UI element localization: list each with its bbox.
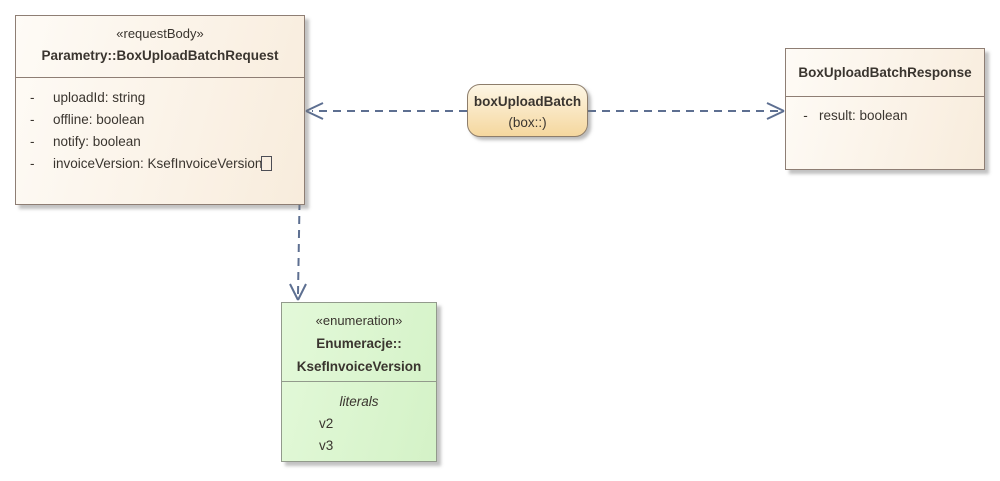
- attribute-result[interactable]: - result: boolean: [786, 105, 984, 127]
- connector-operation-to-response[interactable]: [588, 102, 785, 120]
- literal-v3[interactable]: v3: [319, 438, 334, 453]
- class-name: BoxUploadBatchResponse: [798, 64, 972, 80]
- class-box-upload-batch-request[interactable]: «requestBody» Parametry::BoxUploadBatchR…: [15, 15, 305, 205]
- visibility-marker: -: [30, 134, 35, 149]
- attribute-text: invoiceVersion: KsefInvoiceVersion: [53, 153, 273, 175]
- attribute-text: result: boolean: [819, 108, 908, 123]
- attribute-text: uploadId: string: [53, 90, 146, 105]
- enumeration-name-line1: Enumeracje::: [316, 336, 402, 351]
- literal-v2[interactable]: v2: [319, 416, 334, 431]
- literals-compartment: literals v2 v3: [282, 382, 436, 457]
- stereotype-label: «enumeration»: [315, 313, 403, 328]
- attribute-text: notify: boolean: [53, 134, 141, 149]
- class-header: «requestBody» Parametry::BoxUploadBatchR…: [16, 16, 304, 78]
- attribute-text: offline: boolean: [53, 112, 145, 127]
- attribute-invoiceversion[interactable]: - invoiceVersion: KsefInvoiceVersion: [16, 153, 304, 175]
- visibility-marker: -: [30, 156, 35, 171]
- attribute-uploadid[interactable]: - uploadId: string: [16, 87, 304, 109]
- stereotype-label: «requestBody»: [116, 26, 204, 41]
- visibility-marker: -: [803, 108, 808, 123]
- operation-node-box-upload-batch[interactable]: boxUploadBatch (box::): [467, 84, 588, 137]
- enumeration-header: «enumeration» Enumeracje:: KsefInvoiceVe…: [282, 303, 436, 382]
- enumeration-ksef-invoice-version[interactable]: «enumeration» Enumeracje:: KsefInvoiceVe…: [281, 302, 437, 462]
- class-name: Parametry::BoxUploadBatchRequest: [41, 48, 279, 63]
- attributes-compartment: - result: boolean: [786, 97, 984, 127]
- attribute-text-inner: invoiceVersion: KsefInvoiceVersion: [53, 156, 263, 171]
- attribute-notify[interactable]: - notify: boolean: [16, 131, 304, 153]
- attributes-compartment: - uploadId: string - offline: boolean - …: [16, 78, 304, 175]
- attribute-offline[interactable]: - offline: boolean: [16, 109, 304, 131]
- visibility-marker: -: [30, 112, 35, 127]
- connector-anchor-box: [261, 156, 273, 171]
- class-header: BoxUploadBatchResponse: [786, 49, 984, 97]
- operation-namespace: (box::): [508, 115, 547, 130]
- literals-section-label: literals: [339, 394, 379, 409]
- visibility-marker: -: [30, 90, 35, 105]
- operation-name: boxUploadBatch: [473, 94, 582, 109]
- enumeration-name-line2: KsefInvoiceVersion: [296, 359, 422, 374]
- class-box-upload-batch-response[interactable]: BoxUploadBatchResponse - result: boolean: [785, 48, 985, 170]
- connector-operation-to-request[interactable]: [305, 102, 467, 120]
